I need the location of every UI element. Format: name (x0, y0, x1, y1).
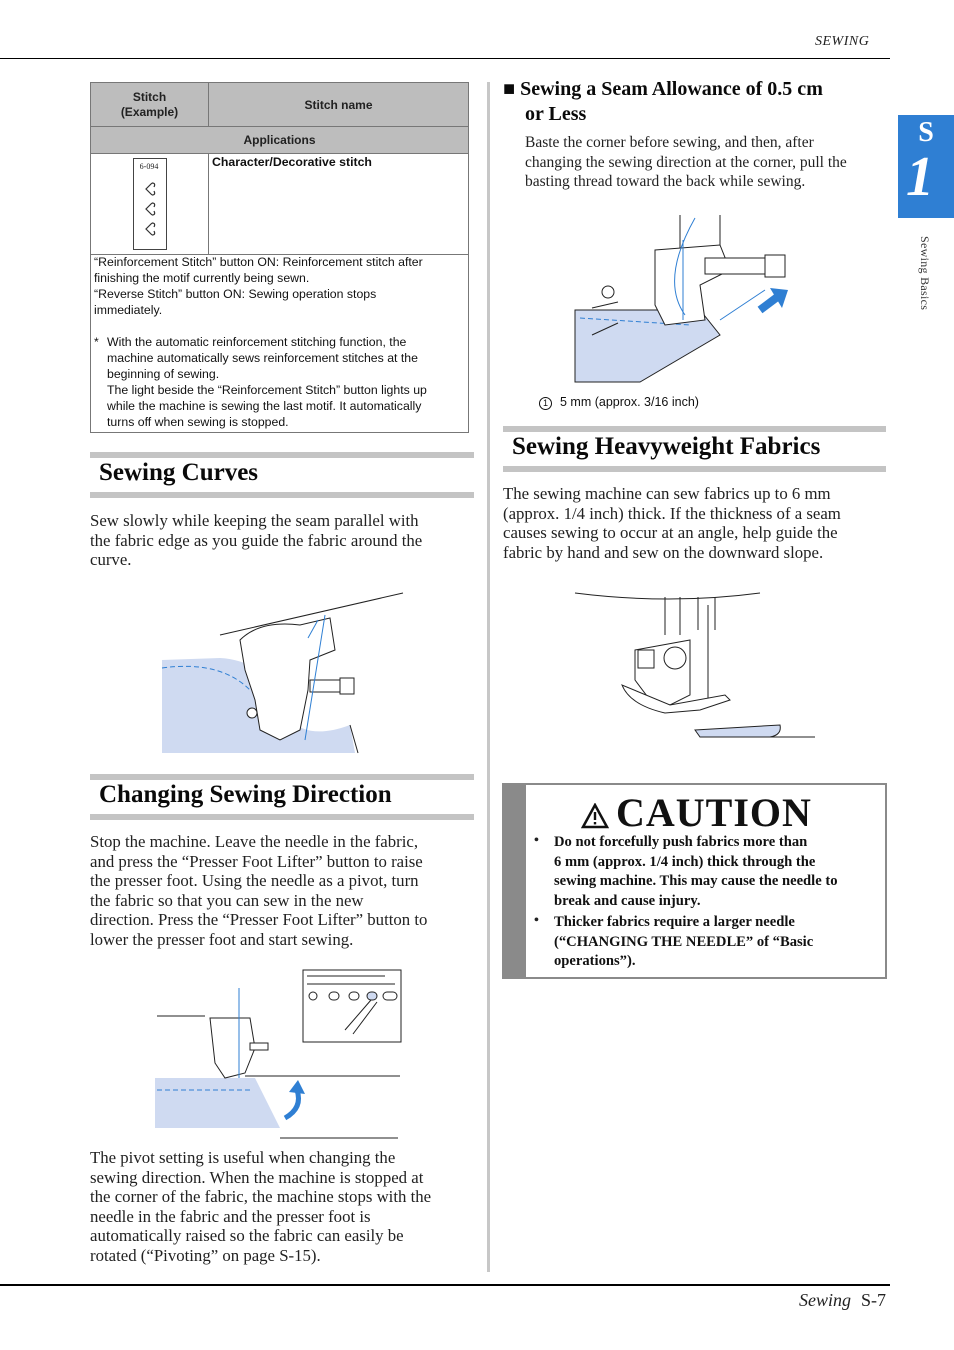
footnote-line: With the automatic reinforcement stitchi… (107, 335, 407, 349)
stitch-table: Stitch(Example) Stitch name Applications… (90, 82, 469, 433)
heart-stitch-icon (145, 182, 156, 236)
note-line: “Reverse Stitch” button ON: Sewing opera… (94, 287, 377, 301)
text-line: (approx. 1/4 inch) thick. If the thickne… (503, 503, 841, 523)
bullet: • (534, 833, 539, 848)
heavyweight-body: The sewing machine can sew fabrics up to… (503, 484, 887, 562)
section-heading-heavyweight: Sewing Heavyweight Fabrics (503, 426, 886, 472)
footnote-line: while the machine is sewing the last mot… (107, 399, 422, 413)
text-line: basting thread toward the back while sew… (525, 173, 806, 190)
chapter-letter: S (918, 117, 934, 148)
bullet: • (534, 913, 539, 928)
chapter-tab: S 1 (898, 115, 954, 218)
footer-rule (0, 1284, 890, 1286)
stitch-footnote: With the automatic reinforcement stitchi… (107, 334, 467, 430)
warning-triangle-icon (581, 803, 609, 829)
note-line: finishing the motif currently being sewn… (94, 271, 310, 285)
callout-caption: 1 5 mm (approx. 3/16 inch) (539, 395, 699, 410)
side-label: Sewing Basics (902, 236, 942, 346)
caution-line: sewing machine. This may cause the needl… (554, 873, 838, 889)
text-line: the presser foot. Using the needle as a … (90, 871, 419, 890)
caution-line: Thicker fabrics require a larger needle (554, 914, 795, 930)
footnote-marker: * (94, 335, 99, 349)
caution-line: (“CHANGING THE NEEDLE” of “Basic (554, 933, 814, 950)
note-line: “Reinforcement Stitch” button ON: Reinfo… (94, 255, 423, 269)
text-line: Baste the corner before sewing, and then… (525, 134, 814, 151)
sewing-curves-title: Sewing Curves (99, 459, 259, 486)
section-heading-changing-direction: Changing Sewing Direction (90, 774, 474, 820)
footer-section: Sewing (798, 1290, 851, 1310)
page-number: S-7 (860, 1290, 886, 1310)
callout-text: 5 mm (approx. 3/16 inch) (560, 395, 699, 409)
stitch-example-image: 6-094 (133, 158, 167, 250)
heavyweight-title: Sewing Heavyweight Fabrics (512, 433, 821, 460)
caution-line: operations”). (554, 953, 636, 969)
text-line: Stop the machine. Leave the needle in th… (90, 832, 419, 851)
text-line: automatically raised so the fabric can e… (90, 1226, 404, 1245)
caution-side-bar (504, 785, 526, 977)
seam-allowance-illustration (574, 215, 788, 383)
pivot-setting-body: The pivot setting is useful when changin… (90, 1148, 474, 1265)
caution-line: Do not forcefully push fabrics more than (554, 834, 808, 850)
caution-line: 6 mm (approx. 1/4 inch) thick through th… (554, 853, 816, 870)
sewing-curves-illustration (161, 592, 404, 754)
caution-title: CAUTION (616, 790, 812, 835)
running-header: SEWING (815, 34, 870, 49)
heading-line: or Less (525, 103, 587, 125)
section-heading-sewing-curves: Sewing Curves (90, 452, 474, 498)
heavyweight-illustration (574, 592, 815, 738)
page-footer: Sewing S-7 (799, 1290, 886, 1311)
seam-allowance-heading: ■ Sewing a Seam Allowance of 0.5 cm or L… (503, 77, 883, 127)
chapter-number: 1 (906, 146, 934, 208)
applications-header: Applications (91, 127, 468, 153)
footnote-line: machine automatically sews reinforcement… (107, 351, 418, 365)
footnote-line: turns off when sewing is stopped. (107, 415, 289, 429)
footnote-line: beginning of sewing. (107, 367, 220, 381)
text-line: the corner of the fabric, the machine st… (90, 1187, 432, 1206)
changing-direction-body: Stop the machine. Leave the needle in th… (90, 832, 474, 949)
text-line: curve. (90, 550, 132, 569)
text-line: changing the sewing direction at the cor… (525, 153, 847, 171)
text-line: the fabric edge as you guide the fabric … (90, 530, 423, 550)
text-line: causes sewing to occur at an angle, help… (503, 523, 838, 542)
text-line: The sewing machine can sew fabrics up to… (503, 484, 831, 503)
callout-number: 1 (539, 397, 552, 410)
stitch-code: 6-094 (139, 162, 159, 171)
text-line: fabric by hand and sew on the downward s… (503, 542, 824, 562)
stitch-name: Character/Decorative stitch (212, 155, 372, 169)
footnote-line: The light beside the “Reinforcement Stit… (107, 383, 427, 397)
square-bullet-icon: ■ (503, 78, 516, 100)
changing-direction-title: Changing Sewing Direction (99, 781, 392, 808)
column-divider (487, 82, 490, 1272)
caution-item: Do not forcefully push fabrics more than… (554, 833, 879, 911)
col-header-stitch-line2: (Example) (120, 104, 179, 119)
text-line: the fabric so that you can sew in the ne… (90, 890, 364, 910)
sewing-curves-body: Sew slowly while keeping the seam parall… (90, 511, 474, 570)
text-line: The pivot setting is useful when changin… (90, 1148, 396, 1167)
header-rule (0, 58, 890, 59)
stitch-notes: “Reinforcement Stitch” button ON: Reinfo… (94, 254, 466, 318)
col-header-stitch-line1: Stitch (132, 89, 167, 104)
side-label-text: Sewing Basics (918, 236, 932, 311)
text-line: lower the presser foot and start sewing. (90, 929, 354, 949)
text-line: Sew slowly while keeping the seam parall… (90, 511, 419, 530)
text-line: and press the “Presser Foot Lifter” butt… (90, 851, 423, 871)
text-line: direction. Press the “Presser Foot Lifte… (90, 910, 428, 929)
note-line: immediately. (94, 303, 163, 317)
caution-line: break and cause injury. (554, 892, 701, 909)
seam-allowance-body: Baste the corner before sewing, and then… (525, 133, 885, 192)
text-line: sewing direction. When the machine is st… (90, 1167, 424, 1187)
heading-line: Sewing a Seam Allowance of 0.5 cm (520, 78, 823, 100)
caution-item: Thicker fabrics require a larger needle … (554, 913, 879, 972)
col-header-stitch: Stitch(Example) (91, 83, 208, 126)
col-header-name: Stitch name (209, 83, 468, 126)
pivot-illustration (155, 969, 402, 1139)
text-line: needle in the fabric and the presser foo… (90, 1206, 371, 1226)
text-line: rotated (“Pivoting” on page S-15). (90, 1245, 321, 1265)
caution-box: CAUTION • Do not forcefully push fabrics… (502, 783, 887, 979)
